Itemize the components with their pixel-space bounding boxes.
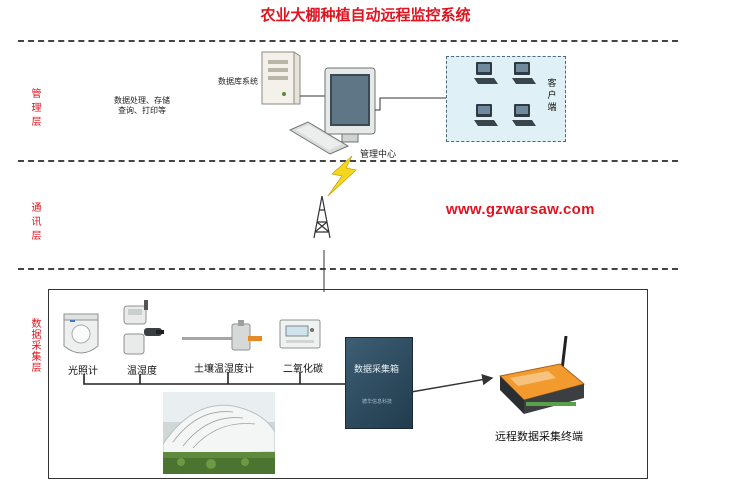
db-desc-line2: 查询、打印等	[118, 106, 166, 115]
monitor-icon	[324, 67, 376, 143]
temp-humidity-sensor-icon	[123, 300, 164, 355]
layer-label-communication: 通讯层	[26, 202, 42, 248]
layer-label-acquisition-text: 数据采集层	[29, 318, 40, 373]
database-system-label: 数据库系统	[218, 77, 258, 86]
soil-meter-label: 土壤温湿度计	[194, 364, 254, 375]
remote-terminal-label: 远程数据采集终端	[495, 430, 583, 443]
database-server-icon	[261, 51, 301, 105]
remote-terminal-icon	[498, 335, 586, 414]
sensor-bus-lines	[83, 372, 345, 385]
layer-divider-top	[18, 40, 678, 42]
layer-label-management: 管理层	[26, 88, 42, 134]
temp-humidity-label: 温湿度	[127, 366, 157, 377]
light-meter-label: 光照计	[68, 366, 98, 377]
management-center-label: 管理中心	[360, 150, 397, 160]
client-label: 客户端	[547, 79, 557, 113]
co2-sensor-icon	[279, 319, 321, 349]
signal-lightning-icon	[327, 155, 357, 197]
client-link-line	[375, 97, 446, 111]
soil-meter-icon	[182, 320, 262, 351]
client-pc-icons	[474, 62, 536, 126]
data-collector-title: 数据采集箱	[354, 365, 400, 375]
acquisition-frame	[48, 289, 648, 479]
keyboard-icon	[288, 121, 350, 155]
data-collector-box	[345, 337, 413, 429]
signal-tower-icon	[313, 195, 331, 239]
diagram-title: 农业大棚种植自动远程监控系统	[260, 6, 471, 24]
collector-to-terminal-arrow	[410, 374, 494, 393]
light-meter-icon	[63, 313, 99, 354]
layer-divider-bottom	[18, 268, 678, 270]
client-area	[446, 56, 566, 142]
layer-label-communication-text: 通讯层	[29, 202, 40, 244]
greenhouse-photo	[163, 392, 275, 474]
db-desc-line1: 数据处理、存储	[114, 96, 170, 105]
co2-label: 二氧化碳	[283, 364, 323, 375]
data-collector-subtitle: 德华信息科技	[362, 399, 393, 405]
layer-label-management-text: 管理层	[29, 88, 40, 130]
website-url: www.gzwarsaw.com	[446, 201, 595, 218]
layer-label-acquisition: 数据采集层	[26, 318, 42, 377]
